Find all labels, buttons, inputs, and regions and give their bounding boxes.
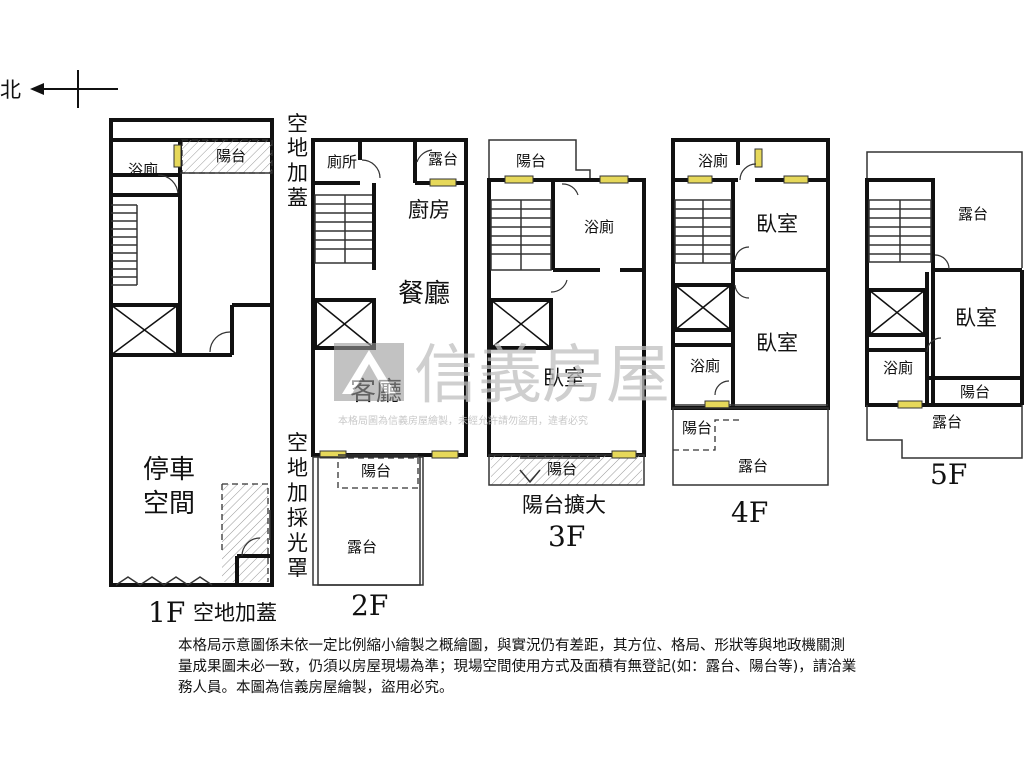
room-terrace-top-5f: 露台 (958, 205, 988, 223)
room-bath-1f: 浴廁 (128, 161, 158, 179)
stairs-4f (674, 199, 732, 264)
floor-5f: 露台 臥室 浴廁 陽台 露台 5F (865, 151, 1024, 491)
watermark: 信義房屋 本格局圖為信義房屋繪製，未經允許請勿盜用，違者必究 (334, 339, 670, 427)
room-terrace-bottom-5f: 露台 (932, 413, 962, 431)
room-balcony-top-3f: 陽台 (516, 152, 546, 170)
room-bath-top-4f: 浴廁 (698, 152, 728, 170)
compass: 北 (0, 70, 118, 108)
room-bath-mid-4f: 浴廁 (690, 357, 720, 375)
room-bedroom2-4f: 臥室 (756, 331, 798, 355)
stairs-1f (111, 204, 138, 286)
disclaimer-text: 本格局示意圖係未依一定比例縮小繪製之概繪圖，與實況仍有差距，其方位、格局、形狀等… (178, 638, 857, 696)
watermark-notice: 本格局圖為信義房屋繪製，未經允許請勿盜用，違者必究 (338, 414, 588, 427)
stairs-3f (490, 199, 552, 271)
north-label: 北 (0, 78, 21, 102)
room-dining-2f: 餐廳 (398, 279, 450, 309)
note-cover-1f-1: 地 (287, 136, 308, 160)
note-skylight-2f-1: 地 (287, 456, 308, 480)
room-terrace-4f: 露台 (738, 457, 768, 475)
room-parking-1f-line2: 空間 (143, 489, 195, 519)
elevator-shaft-1f (109, 303, 180, 357)
floor-label-3f: 3F (548, 520, 585, 553)
room-bedroom1-4f: 臥室 (756, 212, 798, 236)
room-toilet-2f: 廁所 (327, 153, 357, 171)
note-skylight-2f-3: 採 (287, 506, 308, 530)
floor-label-2f: 2F (351, 589, 388, 622)
room-terrace-top-2f: 露台 (428, 150, 458, 168)
note-balcony-ext-3f: 陽台擴大 (522, 493, 606, 517)
note-skylight-2f-2: 加 (287, 481, 308, 505)
floor-3f: 陽台 浴廁 臥室 陽台 陽台擴大 3F (487, 139, 646, 553)
note-skylight-2f-5: 罩 (287, 556, 308, 580)
room-balcony-2f: 陽台 (361, 462, 391, 480)
room-kitchen-2f: 廚房 (408, 198, 450, 222)
floor-label-5f: 5F (930, 458, 967, 491)
room-balcony-1f: 陽台 (216, 147, 246, 165)
note-skylight-2f-0: 空 (287, 431, 308, 455)
note-cover-1f-2: 加 (287, 161, 308, 185)
stairs-2f (314, 183, 376, 270)
elevator-shaft-2f (313, 298, 376, 350)
room-parking-1f-line1: 停車 (143, 455, 195, 485)
note-cover-1f-3: 蓋 (287, 186, 308, 210)
elevator-shaft-4f (673, 283, 733, 332)
north-arrow-icon (30, 83, 44, 95)
room-balcony-5f: 陽台 (960, 383, 990, 401)
room-balcony-4f: 陽台 (682, 419, 712, 437)
floor-label-1f: 1F (148, 596, 185, 629)
floor-1f: 浴廁 陽台 停車 空間 空 地 加 蓋 1F 空地加蓋 (109, 112, 308, 629)
floor-4f: 浴廁 臥室 臥室 浴廁 陽台 露台 4F (671, 138, 830, 529)
floor-label-4f: 4F (731, 496, 768, 529)
stairs-5f (868, 199, 932, 263)
note-skylight-2f-4: 光 (287, 531, 308, 555)
note-cover-1f-0: 空 (287, 112, 308, 136)
room-bath-3f: 浴廁 (584, 218, 614, 236)
room-terrace-bottom-2f: 露台 (347, 538, 377, 556)
room-bedroom-5f: 臥室 (955, 306, 997, 330)
brand-logo-icon (334, 343, 404, 401)
elevator-shaft-5f (867, 288, 927, 337)
room-balcony-bottom-3f: 陽台 (547, 460, 577, 478)
room-bath-5f: 浴廁 (883, 359, 913, 377)
watermark-brand: 信義房屋 (414, 339, 670, 413)
elevator-shaft-3f (489, 298, 553, 350)
room-bedroom-3f: 臥室 (543, 366, 585, 390)
note-bottom-cover-1f: 空地加蓋 (193, 601, 277, 625)
